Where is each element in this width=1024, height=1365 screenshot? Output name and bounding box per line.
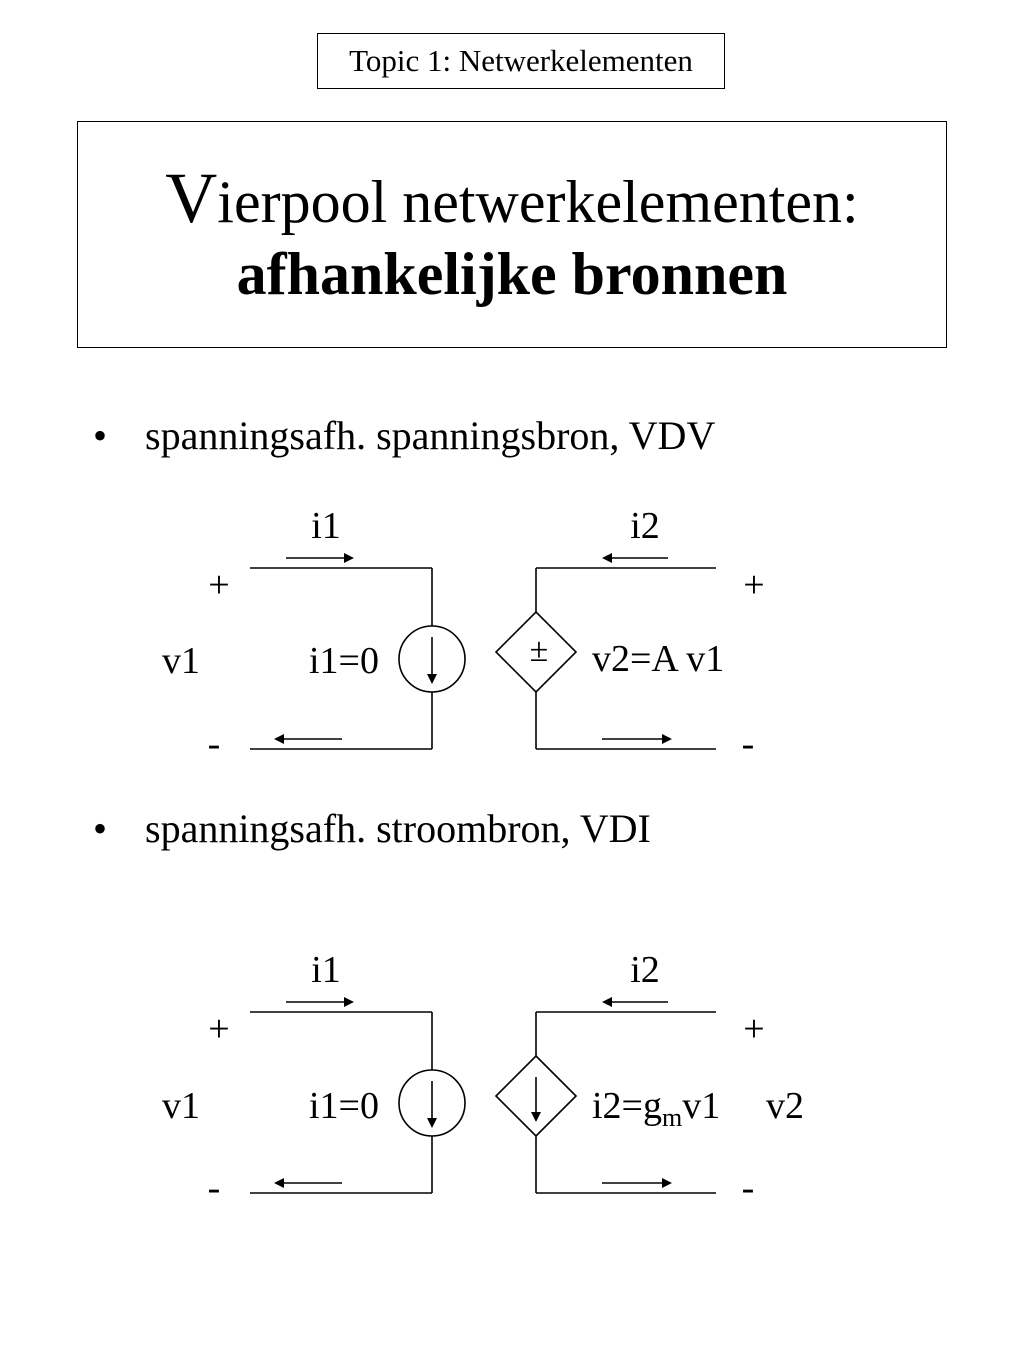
relation-subscript: m [662,1103,682,1132]
label-minus-left: - [208,1167,221,1209]
label-v2: v2 [766,1085,804,1127]
label-i1: i1 [311,505,341,547]
label-minus-right: - [742,1167,755,1209]
bullet-dot: • [93,806,108,851]
right-arrow-icon [286,553,354,563]
label-minus-right: - [742,723,755,765]
right-arrow-icon [602,1178,672,1188]
label-plus-right: + [743,564,764,606]
label-minus-left: - [208,723,221,765]
label-i2: i2 [630,949,660,991]
left-arrow-icon [274,734,342,744]
circle-source-icon [398,625,466,693]
bullet-vdi: • spanningsafh. stroombron, VDI [93,805,651,852]
label-relation: i2=gmv1 [592,1085,720,1132]
title-line-1-rest: ierpool netwerkelementen: [217,168,859,235]
bullet-vdi-text: spanningsafh. stroombron, VDI [145,806,651,851]
title-line-1: Vierpool netwerkelementen: [165,161,858,239]
label-v1: v1 [162,1085,200,1127]
topic-text: Topic 1: Netwerkelementen [349,43,693,78]
bullet-vdv-text: spanningsafh. spanningsbron, VDV [145,413,716,458]
relation-prefix: i2=g [592,1085,662,1127]
left-arrow-icon [274,1178,342,1188]
source-plus-minus-symbol: ± [530,632,549,669]
label-v1: v1 [162,640,200,682]
label-i1-zero: i1=0 [309,640,379,682]
diamond-source-icon [494,1054,578,1138]
label-i2: i2 [630,505,660,547]
relation-suffix: v1 [682,1085,720,1127]
bullet-vdv: • spanningsafh. spanningsbron, VDV [93,412,715,459]
diamond-source-icon [494,610,578,694]
title-box: Vierpool netwerkelementen: afhankelijke … [77,121,947,348]
circle-source-icon [398,1069,466,1137]
topic-label: Topic 1: Netwerkelementen [317,33,725,89]
label-relation: v2=A v1 [592,638,724,680]
vdv-circuit: i1 i2 + + - - v1 i1=0 ± v2=A v1 [162,505,765,765]
title-first-letter: V [165,157,218,238]
label-plus-right: + [743,1008,764,1050]
label-plus-left: + [208,564,229,606]
down-arrow-icon [531,1077,541,1122]
left-arrow-icon [602,553,668,563]
right-arrow-icon [602,734,672,744]
label-i1-zero: i1=0 [309,1085,379,1127]
right-arrow-icon [286,997,354,1007]
label-plus-left: + [208,1008,229,1050]
label-i1: i1 [311,949,341,991]
left-arrow-icon [602,997,668,1007]
title-line-2: afhankelijke bronnen [236,240,788,307]
vdi-circuit: i1 i2 + + - - v1 i1=0 i2=gmv1 v2 [162,949,804,1209]
bullet-dot: • [93,413,108,458]
